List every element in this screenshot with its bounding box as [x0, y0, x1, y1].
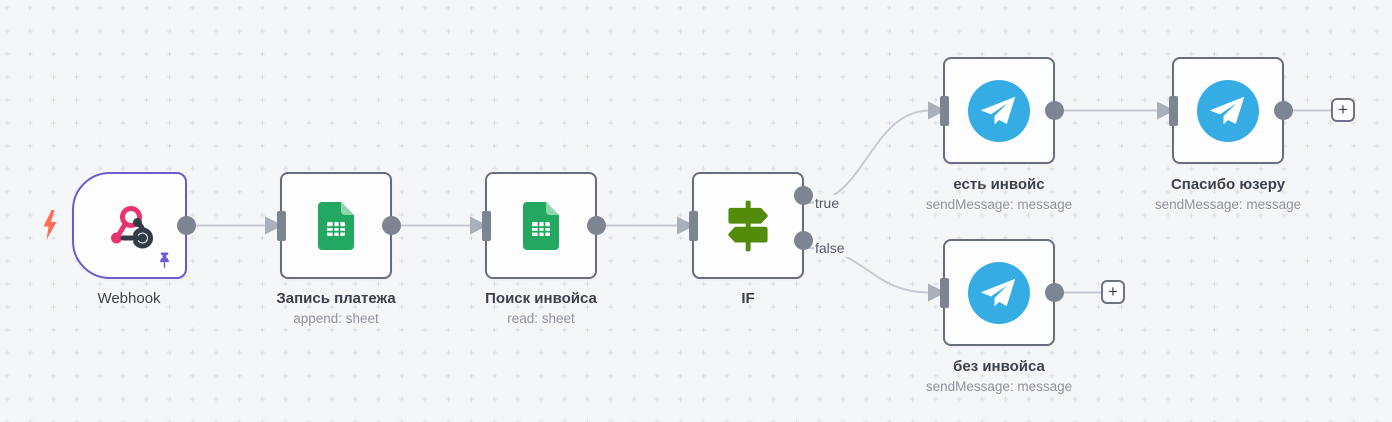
- node-title-webhook: Webhook: [97, 290, 161, 307]
- telegram-no-invoice-input-endpoint[interactable]: [940, 277, 949, 308]
- sheets-read-output-endpoint[interactable]: [587, 216, 606, 235]
- webhook-output-endpoint[interactable]: [177, 216, 196, 235]
- node-if[interactable]: [689, 172, 813, 279]
- if-output-label-true: true: [814, 195, 844, 212]
- node-subtitle-no-invoice: sendMessage: message: [925, 379, 1073, 394]
- telegram-icon: [968, 261, 1030, 324]
- telegram-has-invoice-output-endpoint[interactable]: [1045, 101, 1064, 120]
- if-output-label-false: false: [814, 240, 849, 257]
- lightning-bolt-icon: [43, 210, 57, 240]
- if-output-false-endpoint[interactable]: [794, 231, 813, 250]
- if-input-endpoint[interactable]: [689, 210, 698, 241]
- telegram-thanks-input-endpoint[interactable]: [1169, 95, 1178, 126]
- sheets-append-input-endpoint[interactable]: [277, 210, 286, 241]
- node-subtitle-thanks: sendMessage: message: [1154, 197, 1302, 212]
- node-telegram-has-invoice[interactable]: [940, 57, 1064, 164]
- sheets-read-input-endpoint[interactable]: [482, 210, 491, 241]
- node-title-has-invoice: есть инвойс: [953, 176, 1045, 193]
- telegram-no-invoice-output-endpoint[interactable]: [1045, 283, 1064, 302]
- node-sheets-read[interactable]: [482, 172, 606, 279]
- add-node-button-true-branch[interactable]: +: [1331, 98, 1355, 122]
- node-title-sheets-append: Запись платежа: [276, 290, 396, 307]
- node-telegram-thanks[interactable]: [1169, 57, 1293, 164]
- if-signpost-icon: [728, 200, 768, 251]
- google-sheets-icon: [318, 201, 354, 250]
- node-title-if: IF: [741, 290, 755, 307]
- sheets-append-output-endpoint[interactable]: [382, 216, 401, 235]
- node-sheets-append[interactable]: [277, 172, 401, 279]
- node-telegram-no-invoice[interactable]: [940, 239, 1064, 346]
- google-sheets-icon: [523, 201, 559, 250]
- webhook-icon: [110, 205, 153, 248]
- telegram-thanks-output-endpoint[interactable]: [1274, 101, 1293, 120]
- node-title-sheets-read: Поиск инвойса: [485, 290, 597, 307]
- node-title-thanks: Спасибо юзеру: [1170, 176, 1286, 193]
- node-webhook[interactable]: [72, 172, 196, 279]
- node-title-no-invoice: без инвойса: [953, 358, 1045, 375]
- telegram-icon: [1197, 79, 1259, 142]
- pinned-data-pin-icon: [159, 252, 170, 268]
- node-subtitle-has-invoice: sendMessage: message: [925, 197, 1073, 212]
- add-node-button-false-branch[interactable]: +: [1101, 280, 1125, 304]
- if-output-true-endpoint[interactable]: [794, 186, 813, 205]
- telegram-has-invoice-input-endpoint[interactable]: [940, 95, 949, 126]
- node-subtitle-sheets-append: append: sheet: [293, 311, 379, 326]
- node-subtitle-sheets-read: read: sheet: [507, 311, 575, 326]
- telegram-icon: [968, 79, 1030, 142]
